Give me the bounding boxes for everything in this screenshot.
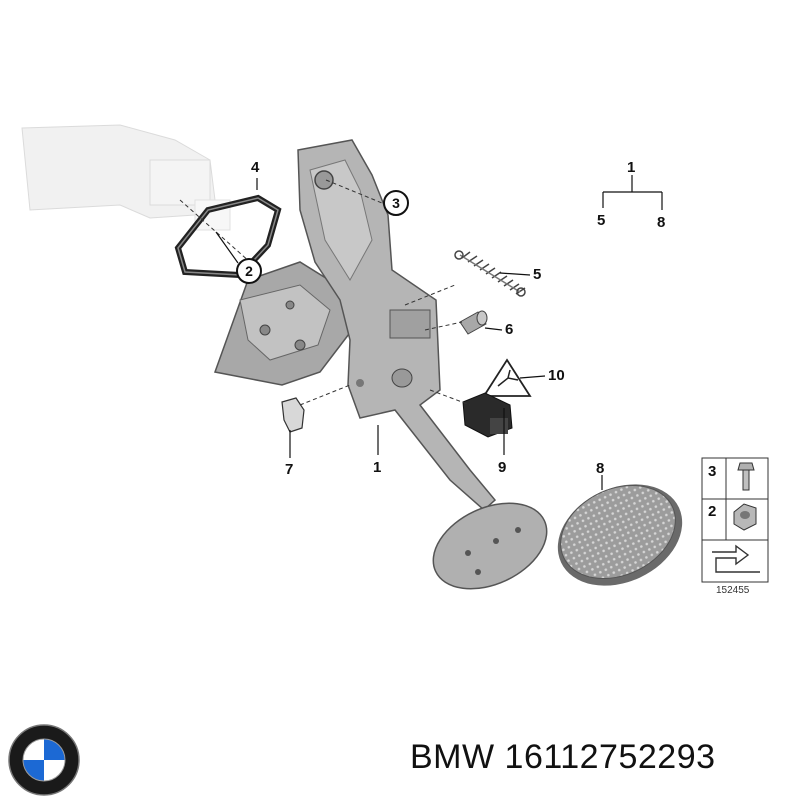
return-spring bbox=[454, 250, 526, 297]
leader-lines bbox=[215, 175, 663, 490]
assembly-arrow-icon bbox=[712, 544, 760, 573]
callout-10: 10 bbox=[548, 367, 565, 384]
legend-label-3: 3 bbox=[708, 463, 717, 480]
callout-1-tree-head: 1 bbox=[627, 159, 636, 176]
callout-7: 7 bbox=[285, 461, 294, 478]
parts-legend-box bbox=[701, 457, 769, 583]
callout-2-circled: 2 bbox=[236, 258, 262, 284]
pedal-bracket bbox=[213, 261, 353, 386]
master-cylinder bbox=[21, 124, 231, 231]
diagram-reference-number: 152455 bbox=[716, 585, 750, 596]
callout-9: 9 bbox=[498, 459, 507, 476]
callout-6: 6 bbox=[505, 321, 514, 338]
callout-3-circled: 3 bbox=[383, 190, 409, 216]
assembly-lines bbox=[179, 179, 471, 406]
callout-8: 8 bbox=[596, 460, 605, 477]
clip bbox=[281, 397, 305, 433]
pedal-pad-cover bbox=[557, 484, 683, 586]
nut-icon bbox=[733, 503, 757, 531]
callout-8-tree: 8 bbox=[657, 214, 666, 231]
pedal-pad bbox=[432, 502, 548, 590]
bolt-icon bbox=[737, 462, 755, 491]
pedal-lever bbox=[297, 139, 497, 512]
callout-5: 5 bbox=[533, 266, 542, 283]
legend-label-2: 2 bbox=[708, 503, 717, 520]
bushing bbox=[459, 310, 488, 335]
electrical-warning-icon bbox=[482, 358, 532, 397]
part-number-caption: BMW 16112752293 bbox=[410, 738, 716, 776]
callout-4: 4 bbox=[251, 159, 260, 176]
callout-1: 1 bbox=[373, 459, 382, 476]
gasket-ring bbox=[174, 194, 282, 279]
bmw-logo bbox=[8, 724, 80, 796]
pedal-switch bbox=[462, 392, 513, 438]
callout-5-tree: 5 bbox=[597, 212, 606, 229]
